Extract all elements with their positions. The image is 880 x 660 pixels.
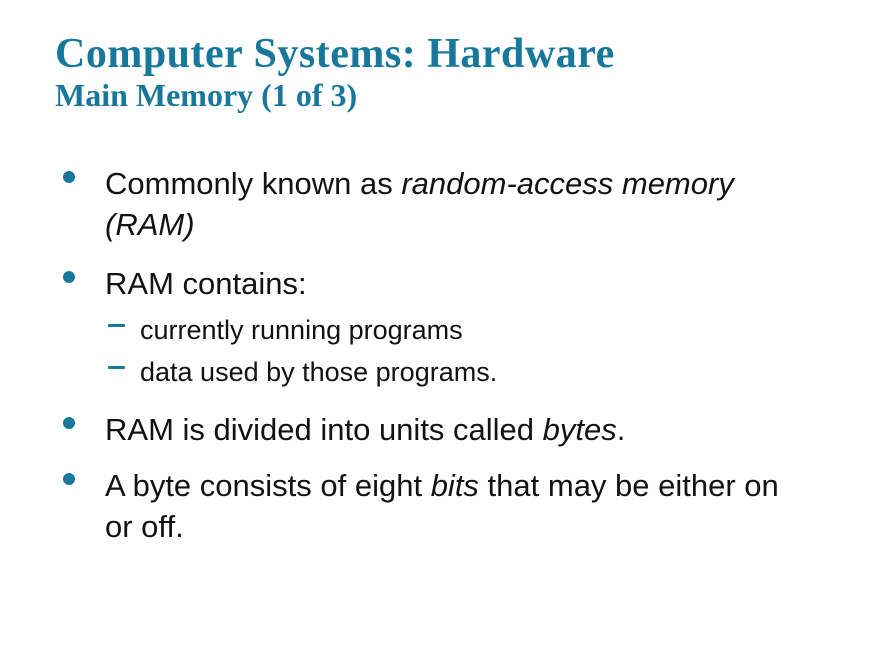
bullet-item: Commonly known as random-access memory (… [63, 163, 805, 245]
bullet-text: data used by those programs. [140, 357, 498, 387]
slide-subtitle: Main Memory (1 of 3) [55, 77, 358, 113]
bullet-item: RAM is divided into units called bytes. [63, 409, 805, 450]
bullet-dot-icon [63, 417, 75, 429]
bullet-dot-icon [63, 271, 75, 283]
slide-title: Computer Systems: Hardware [55, 31, 615, 77]
bullet-item: RAM contains: [63, 263, 805, 304]
title-block: Computer Systems: Hardware Main Memory (… [55, 32, 850, 113]
bullet-text: RAM is divided into units called bytes. [105, 412, 626, 447]
bullet-dot-icon [63, 473, 75, 485]
bullet-text: A byte consists of eight bits that may b… [105, 468, 779, 544]
sub-bullet-item: data used by those programs. [63, 351, 805, 393]
bullet-item: A byte consists of eight bits that may b… [63, 465, 805, 547]
bullet-dot-icon [63, 171, 75, 183]
bullet-dash-icon [108, 324, 125, 327]
bullet-text: Commonly known as random-access memory (… [105, 166, 734, 242]
bullet-list: Commonly known as random-access memory (… [63, 163, 805, 547]
sub-bullet-item: currently running programs [63, 309, 805, 351]
bullet-text: RAM contains: [105, 266, 307, 301]
bullet-dash-icon [108, 366, 125, 369]
bullet-text: currently running programs [140, 315, 463, 345]
